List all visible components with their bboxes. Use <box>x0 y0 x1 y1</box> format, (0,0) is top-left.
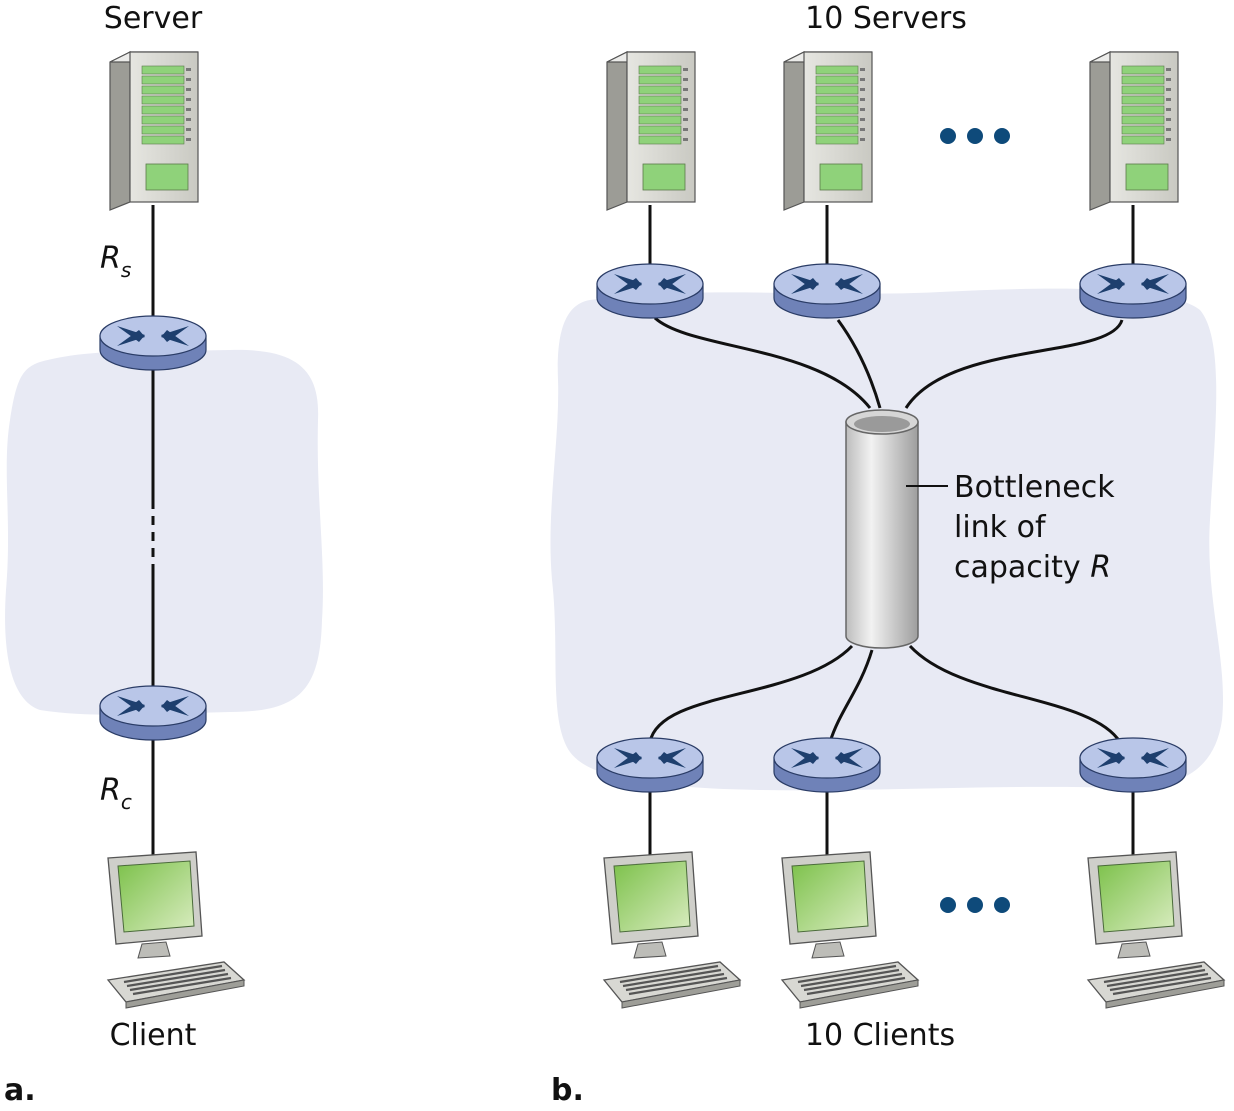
bottleneck-label-line1: Bottleneck <box>954 470 1115 505</box>
bottleneck-label-line2: link of <box>954 510 1047 545</box>
link-bottleneck-router-b6 <box>908 644 1122 743</box>
rate-server-label: Rs <box>100 241 131 282</box>
bottleneck-link-cylinder <box>845 409 919 649</box>
server-icon-b3 <box>1089 51 1179 211</box>
link-router-b1-bottleneck <box>653 316 872 409</box>
router-icon-b1 <box>596 263 704 319</box>
clients-ellipsis <box>940 897 1010 913</box>
router-icon-b5 <box>773 737 881 793</box>
rate-server-subscript: s <box>121 258 131 282</box>
panel-b-tag: b. <box>551 1073 584 1108</box>
client-computer-icon-b1 <box>602 851 742 1009</box>
server-icon-b2 <box>783 51 873 211</box>
network-cloud-a <box>5 349 323 715</box>
client-label: Client <box>110 1018 197 1053</box>
rate-client-label: Rc <box>100 773 132 814</box>
rate-client-subscript: c <box>121 790 132 814</box>
router-icon-b4 <box>596 737 704 793</box>
router-icon-b2 <box>773 263 881 319</box>
panel-a-tag: a. <box>4 1073 36 1108</box>
clients-count-label: 10 Clients <box>805 1018 955 1053</box>
bottleneck-label-line3: capacity R <box>954 550 1111 585</box>
client-computer-icon <box>106 851 246 1009</box>
client-computer-icon-b3 <box>1086 851 1226 1009</box>
servers-count-label: 10 Servers <box>805 1 967 36</box>
link-router-b3-bottleneck <box>904 319 1124 409</box>
client-computer-icon-b2 <box>780 851 920 1009</box>
router-icon-upper-a <box>99 315 207 371</box>
rate-client-symbol: R <box>100 773 121 808</box>
link-bottleneck-router-b5 <box>828 649 874 743</box>
rate-server-symbol: R <box>100 241 121 276</box>
bottleneck-capacity-text: capacity <box>954 550 1090 585</box>
link-bottleneck-router-b4 <box>648 644 854 743</box>
router-icon-lower-a <box>99 685 207 741</box>
servers-ellipsis <box>940 128 1010 144</box>
bottleneck-capacity-symbol: R <box>1090 550 1111 585</box>
router-icon-b6 <box>1079 737 1187 793</box>
server-label: Server <box>104 1 203 36</box>
link-router-b2-bottleneck <box>836 319 882 409</box>
server-icon-b1 <box>606 51 696 211</box>
router-icon-b3 <box>1079 263 1187 319</box>
server-icon <box>109 51 199 211</box>
